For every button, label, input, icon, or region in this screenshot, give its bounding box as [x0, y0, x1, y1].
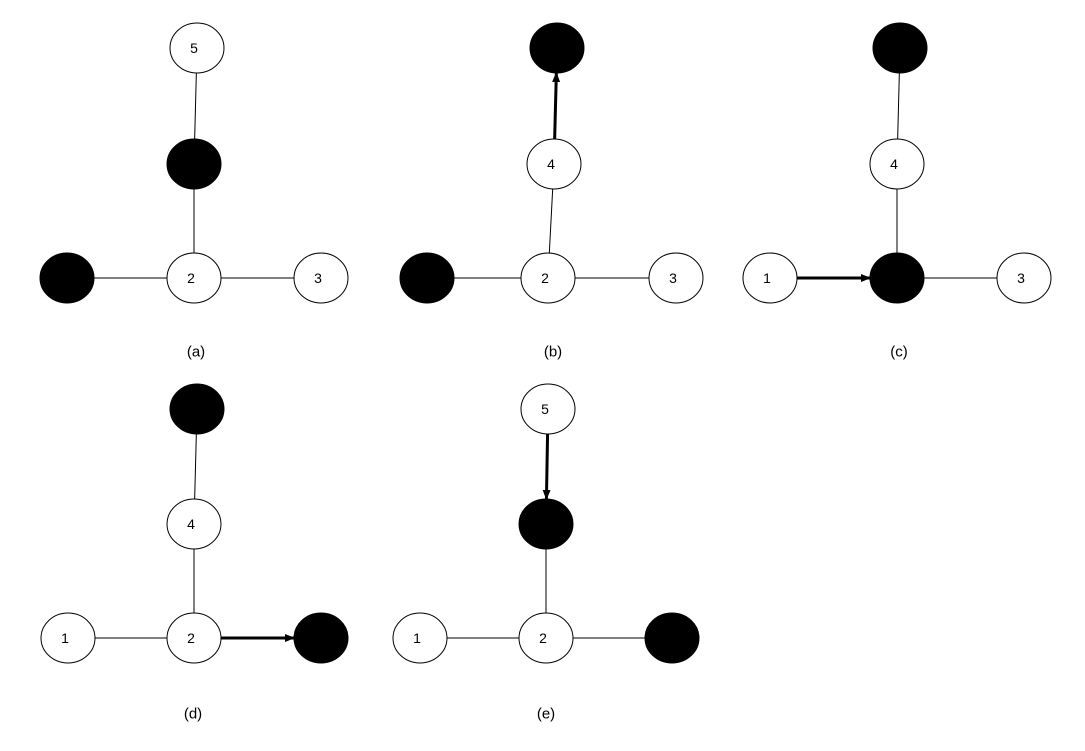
- node-label: 4: [187, 516, 195, 532]
- node-ellipse: [39, 252, 95, 304]
- node-ellipse: [742, 252, 798, 304]
- node-ellipse: [526, 138, 582, 190]
- node-label: 1: [763, 270, 771, 286]
- node-4: 4: [166, 498, 222, 550]
- node-1: 1: [40, 612, 96, 664]
- node-ellipse: [520, 383, 576, 435]
- node-ellipse: [644, 612, 700, 664]
- filled-node: [169, 383, 225, 435]
- node-ellipse: [166, 252, 222, 304]
- edge-line: [897, 72, 900, 140]
- node-5: 5: [169, 22, 225, 74]
- node-ellipse: [169, 383, 225, 435]
- edge-line: [194, 433, 197, 500]
- node-ellipse: [293, 612, 349, 664]
- node-label: 4: [547, 156, 555, 172]
- node-4: 4: [526, 138, 582, 190]
- node-3: 3: [648, 252, 704, 304]
- node-ellipse: [166, 138, 222, 190]
- node-label: 4: [890, 156, 898, 172]
- node-ellipse: [529, 22, 585, 74]
- node-ellipse: [518, 498, 574, 550]
- node-5: 5: [520, 383, 576, 435]
- filled-node: [39, 252, 95, 304]
- node-1: 1: [392, 612, 448, 664]
- filled-node: [869, 252, 925, 304]
- panel-c: 4 1 3 (c): [742, 22, 1052, 361]
- filled-node: [166, 138, 222, 190]
- panel-caption: (b): [544, 344, 562, 361]
- node-label: 3: [669, 270, 677, 286]
- node-label: 2: [541, 270, 549, 286]
- filled-node: [529, 22, 585, 74]
- node-ellipse: [392, 612, 448, 664]
- filled-node: [399, 252, 455, 304]
- node-3: 3: [293, 252, 349, 304]
- filled-node: [872, 22, 928, 74]
- node-label: 3: [314, 270, 322, 286]
- panel-e: 5 1 2 (e): [392, 383, 700, 723]
- node-ellipse: [293, 252, 349, 304]
- node-ellipse: [166, 612, 222, 664]
- edge-line: [194, 72, 197, 140]
- node-label: 1: [413, 630, 421, 646]
- panel-caption: (d): [184, 706, 202, 723]
- panel-caption: (a): [187, 344, 205, 361]
- node-label: 2: [187, 270, 195, 286]
- filled-node: [518, 498, 574, 550]
- panel-a: 5 2 3 (a): [39, 22, 349, 361]
- node-ellipse: [166, 498, 222, 550]
- panel-d: 4 1 2 (d): [40, 383, 349, 723]
- directed-edge-arrow: [542, 433, 551, 501]
- node-4: 4: [869, 138, 925, 190]
- node-ellipse: [872, 22, 928, 74]
- node-ellipse: [869, 252, 925, 304]
- node-label: 3: [1017, 270, 1025, 286]
- node-label: 5: [541, 401, 549, 417]
- node-ellipse: [996, 252, 1052, 304]
- node-label: 2: [539, 630, 547, 646]
- node-2: 2: [518, 612, 574, 664]
- filled-node: [644, 612, 700, 664]
- node-2: 2: [166, 252, 222, 304]
- node-ellipse: [169, 22, 225, 74]
- node-1: 1: [742, 252, 798, 304]
- node-ellipse: [520, 252, 576, 304]
- node-2: 2: [166, 612, 222, 664]
- directed-edge-arrow: [552, 71, 561, 140]
- edge-line: [548, 188, 554, 254]
- node-ellipse: [869, 138, 925, 190]
- node-label: 2: [187, 630, 195, 646]
- node-ellipse: [518, 612, 574, 664]
- node-ellipse: [648, 252, 704, 304]
- filled-node: [293, 612, 349, 664]
- panel-caption: (c): [890, 344, 908, 361]
- panel-b: 4 2 3 (b): [399, 22, 704, 361]
- node-label: 1: [61, 630, 69, 646]
- panel-caption: (e): [537, 706, 555, 723]
- node-ellipse: [399, 252, 455, 304]
- node-3: 3: [996, 252, 1052, 304]
- node-ellipse: [40, 612, 96, 664]
- node-label: 5: [190, 40, 198, 56]
- node-2: 2: [520, 252, 576, 304]
